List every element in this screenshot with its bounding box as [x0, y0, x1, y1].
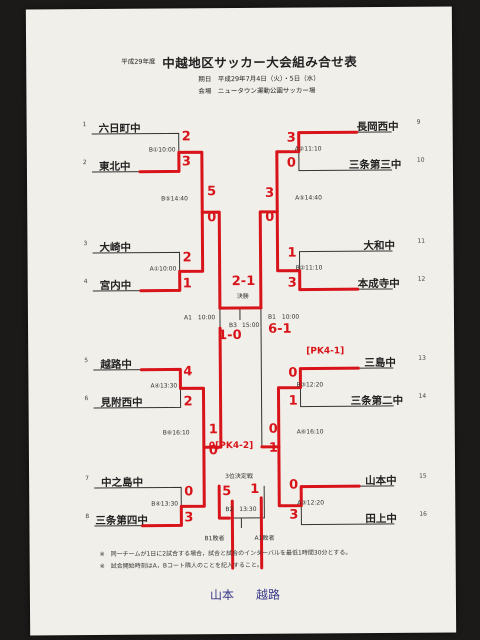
team-name: 三条第三中	[348, 158, 402, 172]
handwritten-score: 4	[183, 364, 193, 380]
seed-number: 8	[85, 513, 90, 521]
seed-number: 13	[418, 354, 426, 362]
match-label: B②11:10	[295, 264, 323, 272]
seed-number: 12	[417, 275, 426, 283]
seed-number: 11	[417, 237, 426, 245]
handwritten-score: 0	[268, 421, 278, 437]
handwritten-score: 3	[286, 130, 296, 146]
seed-number: 7	[85, 475, 89, 483]
match-label: B2 13:30	[225, 505, 257, 514]
handwritten-winner: 越路	[255, 587, 280, 602]
match-label: A②11:10	[294, 145, 322, 153]
seed-number: 4	[83, 278, 88, 286]
handwritten-score: 1	[268, 440, 278, 456]
handwritten-pk: 0[PK4-2]	[208, 440, 254, 452]
handwritten-score: 5	[207, 184, 217, 200]
handwritten-score: 1	[250, 481, 260, 497]
match-label: 15:00	[242, 321, 260, 329]
handwritten-score: 3	[181, 154, 191, 170]
match-label: A1 10:00	[183, 314, 216, 322]
handwritten-score: 2	[181, 129, 191, 145]
match-label: A①10:00	[149, 265, 177, 273]
handwritten-score: 3	[184, 510, 194, 526]
third-place-label: 3位決定戦	[225, 472, 253, 481]
match-label: B1敗者	[204, 535, 225, 543]
seed-number: 3	[83, 240, 88, 248]
team-name: 大和中	[363, 239, 396, 253]
handwritten-score: 0	[207, 210, 217, 226]
handwritten-score: 0	[265, 209, 275, 225]
note-text: ※ 同一チームが1日に2試合する場合，試合と試合のインターバルを最低1時間30分…	[99, 549, 352, 558]
handwritten-score: 1	[182, 276, 192, 292]
handwritten-score: 5	[222, 484, 232, 500]
handwritten-score: 1	[288, 393, 298, 409]
team-name: 三条第二中	[350, 394, 404, 408]
handwritten-score: 0	[286, 155, 296, 171]
handwritten-score: 1	[287, 245, 297, 261]
match-label: B①10:00	[148, 146, 176, 154]
team-name: 東北中	[98, 160, 131, 173]
handwritten-pk: [PK4-1]	[306, 346, 345, 357]
handwritten-score: 1-0	[218, 327, 242, 344]
team-name: 山本中	[365, 474, 397, 488]
team-name: 越路中	[100, 358, 132, 371]
seed-number: 10	[416, 156, 425, 164]
handwritten-score: 3	[289, 507, 299, 523]
handwritten-score: 3	[265, 185, 275, 201]
handwritten-score: 6-1	[268, 321, 292, 337]
seed-number: 1	[82, 121, 87, 129]
handwritten-score: 0	[184, 484, 194, 500]
match-label: B④13:30	[151, 500, 179, 508]
seed-number: 15	[419, 472, 427, 480]
handwritten-score: 2	[182, 250, 192, 266]
handwritten-score: 0	[289, 477, 299, 493]
seed-number: 2	[82, 159, 87, 167]
handwritten-winner: 山本	[209, 588, 234, 603]
seed-number: 14	[418, 392, 427, 400]
handwritten-score: 1	[208, 422, 218, 438]
team-name: 田上中	[365, 512, 397, 526]
team-name: 六日町中	[98, 122, 141, 135]
team-name: 宮内中	[99, 279, 132, 292]
final-label: 決勝	[236, 292, 249, 301]
team-name: 見附西中	[100, 396, 143, 409]
match-label: B1 10:00	[267, 313, 300, 321]
seed-number: 6	[84, 395, 89, 403]
seed-number: 5	[84, 357, 89, 365]
bracket-lines	[91, 130, 395, 570]
team-name: 長岡西中	[356, 120, 399, 134]
match-label: B③12:20	[296, 381, 324, 389]
match-label: B⑤14:40	[161, 195, 188, 203]
team-name: 三島中	[364, 356, 396, 370]
match-label: A1敗者	[254, 534, 275, 542]
match-label: A⑤14:40	[295, 194, 322, 202]
handwritten-score: 2-1	[231, 273, 256, 290]
match-label: A⑥16:10	[296, 428, 324, 436]
team-name: 本成寺中	[357, 277, 400, 291]
handwritten-score: 2	[183, 394, 193, 410]
note-text: ※ 試合開始時刻はA，Bコート隣人のことを記入すること。	[99, 561, 263, 570]
seed-number: 16	[419, 510, 428, 518]
match-label: A③12:20	[297, 499, 325, 507]
team-name: 大崎中	[99, 241, 132, 254]
team-name: 中之島中	[101, 476, 144, 489]
match-label: A④13:30	[150, 382, 178, 390]
seed-number: 9	[416, 118, 421, 126]
team-name: 三条第四中	[95, 514, 148, 528]
match-label: B⑥16:10	[162, 429, 190, 437]
handwritten-score: 3	[287, 275, 297, 291]
bracket-sheet: 平成29年度 中越地区サッカー大会組み合せ表 期日 平成29年7月4日（火）・5…	[25, 6, 457, 636]
handwritten-score: 0	[288, 365, 298, 381]
